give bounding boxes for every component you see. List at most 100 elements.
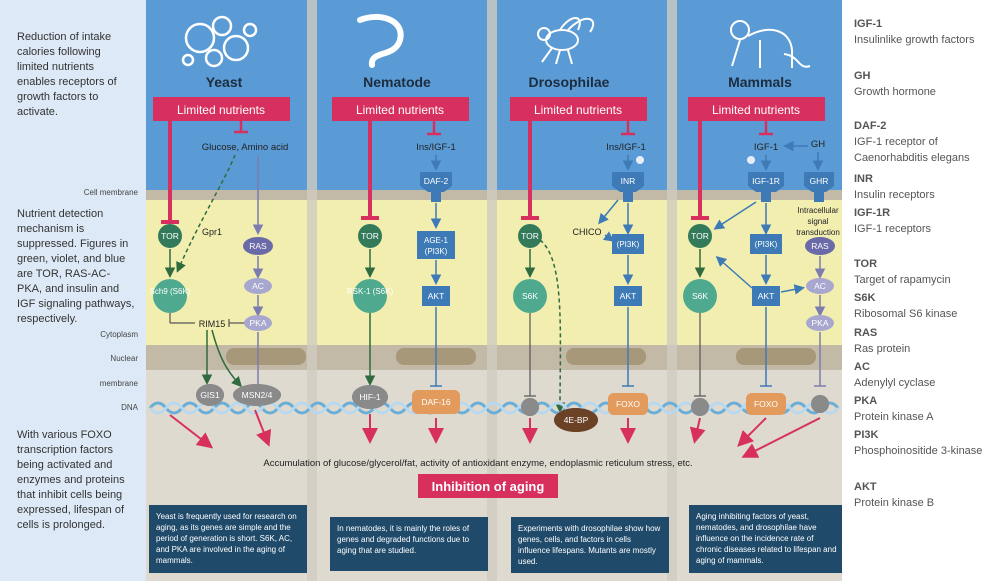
label-cytoplasm: Cytoplasm [100, 330, 138, 339]
svg-text:RAS: RAS [811, 241, 829, 251]
column-title-drosophilae: Drosophilae [529, 74, 610, 90]
mammals-ac-node: AC [806, 278, 834, 294]
svg-text:PKA: PKA [249, 318, 266, 328]
svg-text:FOXO: FOXO [754, 399, 778, 409]
drosophilae-chico: CHICO [573, 227, 602, 237]
svg-text:(PI3K): (PI3K) [617, 240, 640, 249]
mammals-pi3k-node: (PI3K) [750, 234, 782, 254]
info-box-drosophilae: Experiments with drosophilae show how ge… [511, 517, 669, 573]
fly-icon [537, 17, 595, 65]
mammals-igf1-label: IGF-1 [754, 142, 778, 153]
svg-text:AGE-1: AGE-1 [424, 236, 449, 245]
mammals-s6k-node: S6K [683, 279, 717, 313]
info-box-yeast: Yeast is frequently used for research on… [149, 505, 307, 573]
svg-text:DAF-2: DAF-2 [424, 176, 449, 186]
label-membrane: membrane [99, 379, 138, 388]
nutrient-text: Nutrient detection mechanism is suppress… [17, 208, 135, 325]
svg-text:TOR: TOR [691, 231, 709, 241]
mammals-pka-node: PKA [806, 315, 834, 331]
svg-text:Limited nutrients: Limited nutrients [712, 103, 800, 117]
svg-text:RAS: RAS [249, 241, 267, 251]
label-cell-membrane: Cell membrane [83, 188, 138, 197]
mammals-akt-node: AKT [752, 286, 780, 306]
inhibition-of-aging-box: Inhibition of aging [418, 474, 558, 498]
column-title-nematode: Nematode [363, 74, 431, 90]
svg-text:GIS1: GIS1 [200, 390, 220, 400]
yeast-ras-node: RAS [243, 237, 273, 255]
nematode-icon [357, 13, 404, 68]
svg-text:IGF-1R: IGF-1R [752, 176, 780, 186]
yeast-tor-node: TOR [158, 224, 182, 248]
nematode-age1-node: AGE-1 (PI3K) [417, 231, 455, 259]
svg-text:Intracellular: Intracellular [797, 206, 839, 215]
svg-text:TOR: TOR [161, 231, 179, 241]
effect-arrows [169, 409, 821, 458]
svg-text:signal: signal [808, 217, 829, 226]
drosophilae-pi3k-node: (PI3K) [612, 234, 644, 254]
svg-text:HIF-1: HIF-1 [359, 392, 381, 402]
accumulation-text: Accumulation of glucose/glycerol/fat, ac… [263, 458, 692, 469]
label-nuclear: Nuclear [110, 354, 138, 363]
nematode-akt-node: AKT [422, 286, 450, 306]
info-box-mammals: Aging inhibiting factors of yeast, nemat… [689, 505, 847, 573]
drosophilae-s6k-node: S6K [513, 279, 547, 313]
svg-text:TOR: TOR [361, 231, 379, 241]
svg-text:AKT: AKT [620, 291, 637, 301]
yeast-gpr1: Gpr1 [202, 227, 222, 237]
svg-text:AC: AC [252, 281, 264, 291]
svg-text:4E-BP: 4E-BP [564, 415, 589, 425]
monkey-icon [730, 20, 811, 68]
mammals-tor-node: TOR [688, 224, 712, 248]
drosophilae-ins-label: Ins/IGF-1 [606, 142, 646, 153]
info-box-nematode: In nematodes, it is mainly the roles of … [330, 517, 488, 571]
svg-text:Sch9 (S6K): Sch9 (S6K) [150, 287, 191, 296]
mammals-igf1r-receptor: IGF-1R [748, 172, 784, 202]
svg-text:TOR: TOR [521, 231, 539, 241]
yeast-pka-node: PKA [244, 315, 272, 331]
limited-nutrients-nematode: Limited nutrients [332, 97, 469, 121]
mammals-ras-node: RAS [805, 237, 835, 255]
svg-text:AKT: AKT [428, 291, 445, 301]
yeast-rim15: RIM15 [199, 319, 226, 329]
nematode-rsk1-node: RSK-1 (S6K) [347, 279, 393, 313]
svg-text:Limited nutrients: Limited nutrients [356, 103, 444, 117]
svg-text:Limited nutrients: Limited nutrients [534, 103, 622, 117]
svg-text:S6K: S6K [522, 291, 538, 301]
svg-text:AKT: AKT [758, 291, 775, 301]
yeast-sch9-node: Sch9 (S6K) [150, 279, 191, 313]
nematode-tor-node: TOR [358, 224, 382, 248]
svg-text:GHR: GHR [810, 176, 829, 186]
drosophilae-inr-receptor: INR [612, 172, 644, 202]
svg-text:Limited nutrients: Limited nutrients [177, 103, 265, 117]
column-title-mammals: Mammals [728, 74, 792, 90]
drosophilae-tor-node: TOR [518, 224, 542, 248]
svg-text:S6K: S6K [692, 291, 708, 301]
svg-text:PKA: PKA [811, 318, 828, 328]
column-title-yeast: Yeast [206, 74, 243, 90]
svg-text:MSN2/4: MSN2/4 [242, 390, 273, 400]
svg-text:(PI3K): (PI3K) [425, 247, 448, 256]
foxo-text: With various FOXO transcription factors … [17, 429, 125, 531]
limited-nutrients-yeast: Limited nutrients [153, 97, 290, 121]
svg-text:INR: INR [621, 176, 636, 186]
yeast-icon [181, 15, 258, 68]
svg-text:Inhibition of aging: Inhibition of aging [432, 479, 545, 494]
svg-text:DAF-16: DAF-16 [421, 397, 451, 407]
intro-text: Reduction of intake calories following l… [17, 31, 117, 118]
yeast-ac-node: AC [244, 278, 272, 294]
mammals-ghr-receptor: GHR [804, 172, 834, 202]
